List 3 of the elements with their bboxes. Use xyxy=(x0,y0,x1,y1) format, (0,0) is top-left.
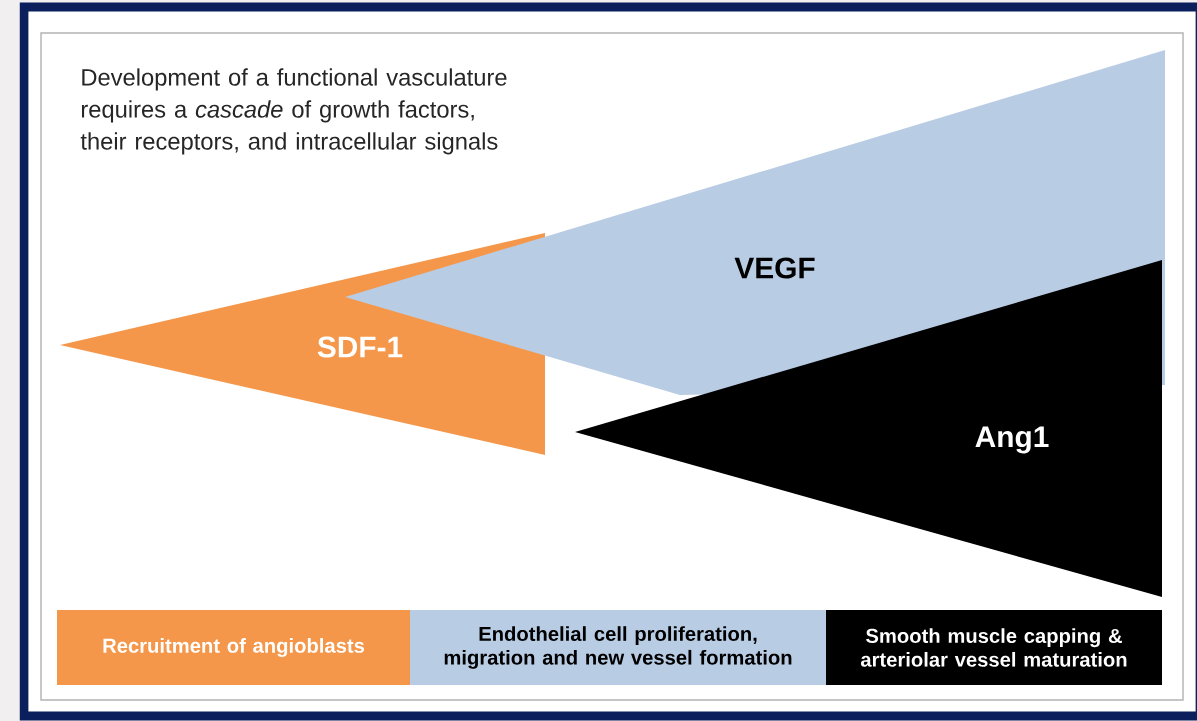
stage-band: Recruitment of angioblasts xyxy=(57,610,410,685)
stage-band: Endothelial cell proliferation, migration and new vessel formation xyxy=(410,610,826,685)
stage-band: Smooth muscle capping & arteriolar vessel maturation xyxy=(826,610,1162,685)
